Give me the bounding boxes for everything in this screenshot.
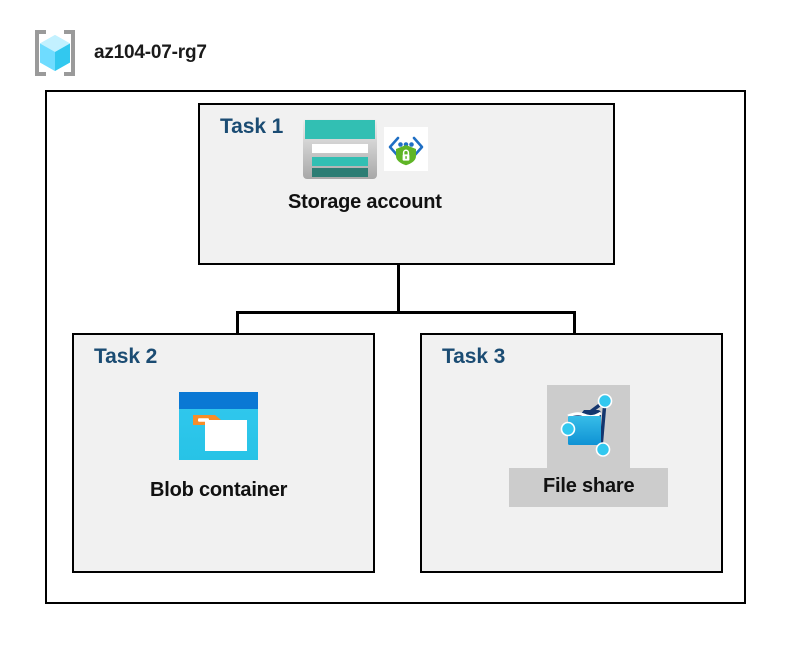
node-storage-account-icons: [302, 118, 428, 185]
storage-account-icon: [302, 118, 378, 185]
node-blob-container-label: Blob container: [150, 479, 288, 501]
resource-group-header: az104-07-rg7: [30, 28, 207, 78]
resource-group-name: az104-07-rg7: [94, 42, 207, 63]
node-file-share[interactable]: File share: [509, 385, 669, 507]
blob-container-icon: [177, 390, 260, 467]
node-blob-container[interactable]: Blob container: [150, 390, 287, 502]
panel-task1-title: Task 1: [220, 115, 284, 138]
connector-horizontal-bus: [236, 311, 576, 314]
resource-group-cube-icon: [30, 28, 80, 78]
file-share-icon: [560, 389, 617, 466]
node-blob-container-icons: [177, 390, 260, 467]
panel-task2-title: Task 2: [94, 345, 158, 368]
panel-task3-title: Task 3: [442, 345, 506, 368]
node-storage-account-label: Storage account: [288, 191, 442, 213]
node-file-share-label: File share: [509, 468, 669, 507]
node-storage-account[interactable]: Storage account: [288, 118, 442, 214]
node-file-share-icons: [547, 385, 631, 468]
private-endpoint-secure-icon: [383, 127, 428, 176]
connector-task1-trunk: [397, 265, 400, 313]
